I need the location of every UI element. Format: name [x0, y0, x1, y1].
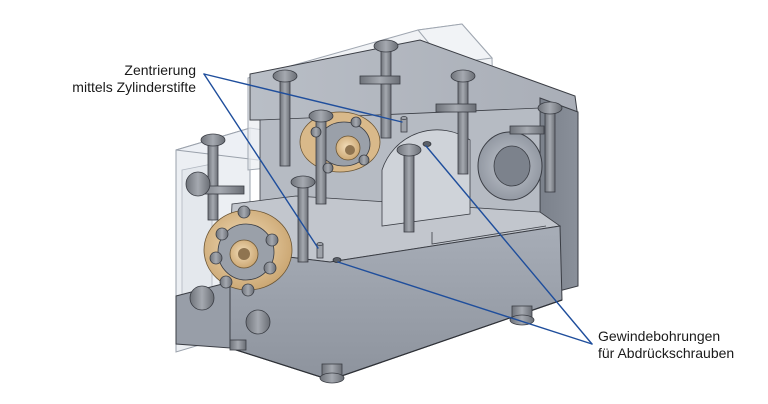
annotation-centering: Zentrierung mittels Zylinderstifte	[56, 62, 196, 96]
leader-lines	[203, 73, 593, 345]
dowel-pins	[316, 116, 408, 259]
annotation-centering-line1: Zentrierung	[124, 62, 196, 78]
leader-holes-to-hole-top	[425, 145, 593, 345]
bearing-flange-front	[203, 209, 293, 291]
annotation-centering-line2: mittels Zylinderstifte	[72, 79, 196, 95]
bolts	[185, 39, 563, 384]
annotation-threaded-holes: Gewindebohrungen für Abdrückschrauben	[598, 328, 763, 362]
leader-centering-to-pin-front	[203, 73, 319, 249]
annotation-threaded-holes-line2: für Abdrückschrauben	[598, 345, 735, 361]
main-block	[175, 39, 579, 381]
leader-holes-to-hole-front	[337, 261, 593, 345]
annotation-threaded-holes-line1: Gewindebohrungen	[598, 328, 721, 344]
leader-centering-to-pin-top	[203, 73, 403, 123]
